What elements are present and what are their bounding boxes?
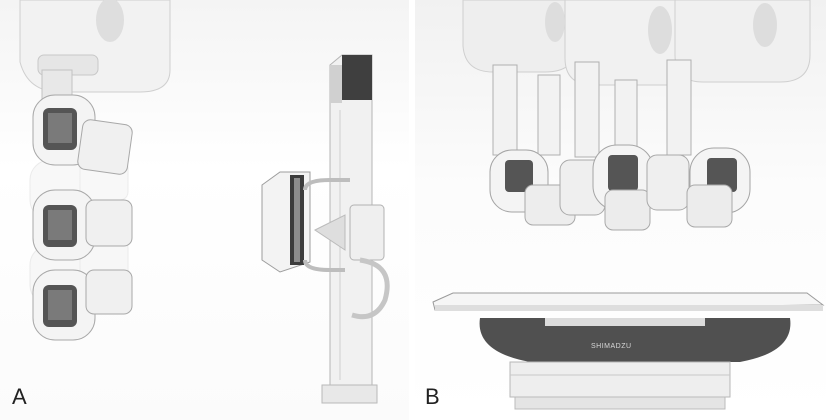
panel-label-b: B	[425, 384, 440, 409]
panel-label-a: A	[12, 384, 27, 409]
patient-table: SHIMADZU	[432, 292, 825, 410]
tube-position-middle	[32, 189, 133, 261]
tube-position-bottom	[32, 269, 133, 341]
tube-position-top	[32, 94, 133, 175]
panel-b: SHIMADZU B	[415, 0, 826, 420]
wall-stand	[261, 54, 390, 404]
xray-equipment-image-a	[19, 0, 390, 404]
xray-equipment-image-b: SHIMADZU	[432, 0, 825, 410]
panel-divider	[409, 0, 415, 420]
ceiling-tube-heads	[489, 144, 751, 231]
table-brand-text: SHIMADZU	[591, 343, 632, 350]
panel-a: A	[0, 0, 409, 420]
